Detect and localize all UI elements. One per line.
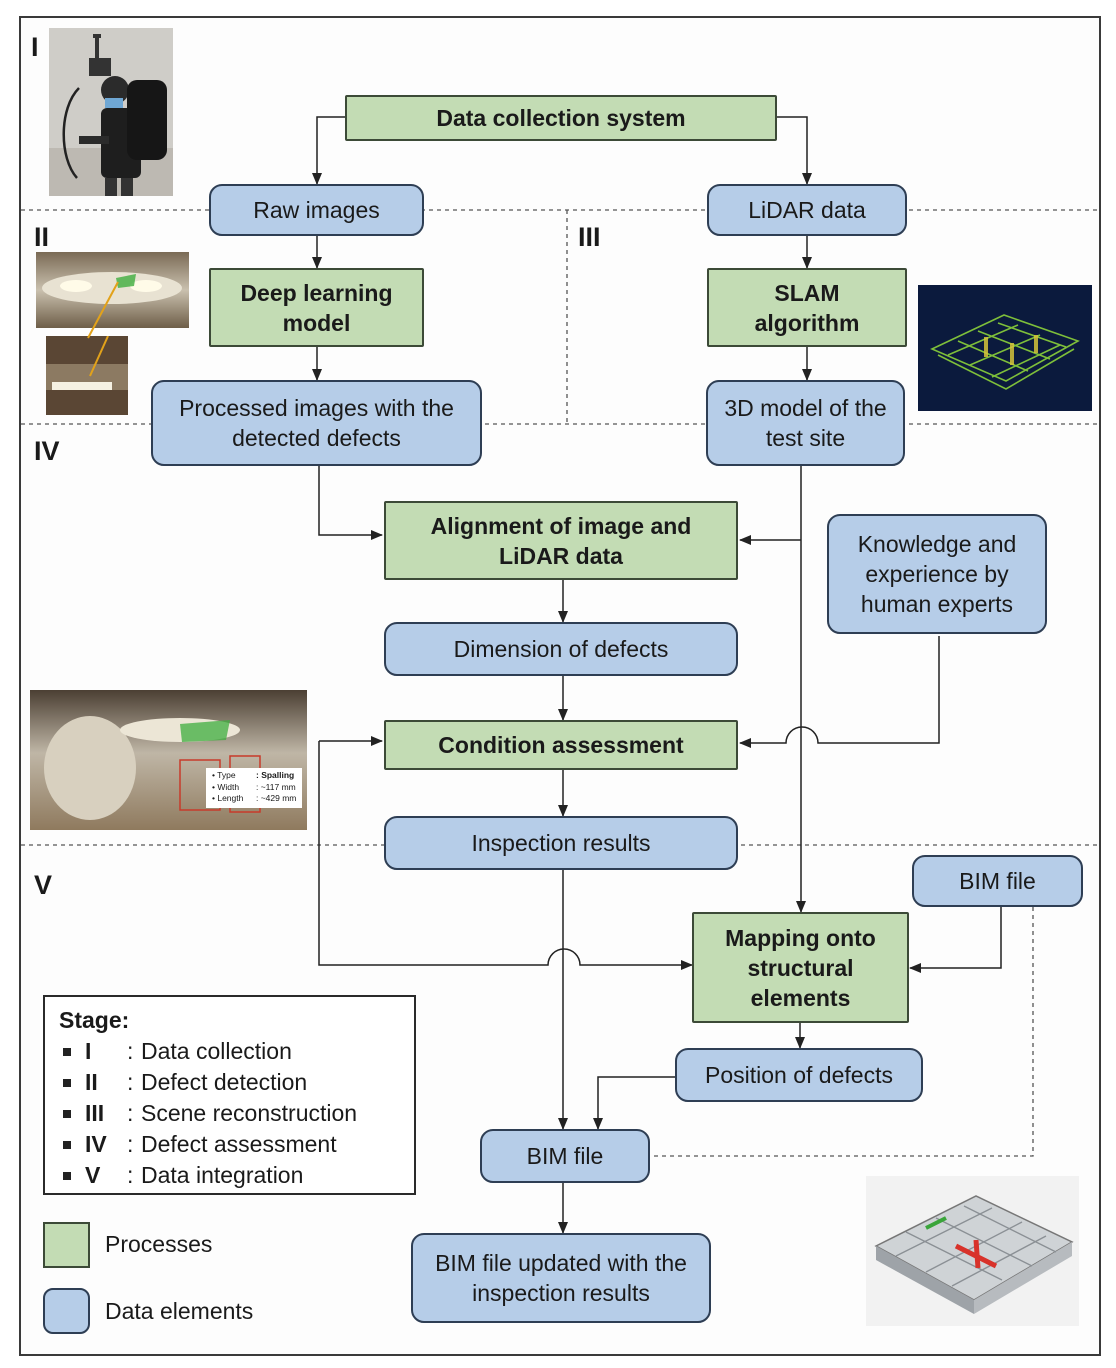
node-deep-learning-model: Deep learning model bbox=[209, 268, 424, 347]
arrows bbox=[312, 116, 1002, 1234]
arrow-bimfile-mapping bbox=[909, 907, 1002, 973]
legend-item-stage-iii: III:Scene reconstruction bbox=[59, 1098, 400, 1129]
node-bim-file: BIM file bbox=[480, 1129, 650, 1183]
defect-length-key: • Length bbox=[212, 793, 244, 803]
defect-type-key: • Type bbox=[212, 770, 236, 780]
bullet-icon bbox=[63, 1171, 71, 1180]
node-inspection-results: Inspection results bbox=[384, 816, 738, 870]
legend-item-stage-i: I:Data collection bbox=[59, 1036, 400, 1067]
node-alignment: Alignment of image and LiDAR data bbox=[384, 501, 738, 580]
node-raw-images: Raw images bbox=[209, 184, 424, 236]
arrow-position-bim bbox=[593, 1076, 675, 1130]
node-bim-file-input: BIM file bbox=[912, 855, 1083, 907]
defect-width-key: • Width bbox=[212, 781, 240, 792]
arrow-knowledge-cond bbox=[739, 636, 940, 748]
stage-label-iv: IV bbox=[34, 436, 60, 466]
defect-info-table: • Type : Spalling • Width : ~117 mm • Leng… bbox=[212, 770, 296, 805]
node-dimension-of-defects: Dimension of defects bbox=[384, 622, 738, 676]
stage-label-iii: III bbox=[578, 222, 601, 252]
legend-title: Stage: bbox=[59, 1007, 130, 1033]
bullet-icon bbox=[63, 1140, 71, 1149]
bim-model-render bbox=[866, 1176, 1079, 1326]
legend-swatch-process bbox=[43, 1222, 90, 1268]
node-processed-images: Processed images with the detected defec… bbox=[151, 380, 482, 466]
node-human-knowledge: Knowledge and experience by human expert… bbox=[827, 514, 1047, 634]
bullet-icon bbox=[63, 1078, 71, 1087]
defect-width-value: : ~117 mm bbox=[256, 781, 296, 792]
stage-legend: Stage: I:Data collection II:Defect detec… bbox=[43, 995, 416, 1195]
node-data-collection-system: Data collection system bbox=[345, 95, 777, 141]
legend-item-stage-v: V:Data integration bbox=[59, 1160, 400, 1191]
slam-point-cloud-image bbox=[918, 285, 1092, 411]
bullet-icon bbox=[63, 1109, 71, 1118]
stage-label-i: I bbox=[31, 32, 39, 62]
bullet-icon bbox=[63, 1047, 71, 1056]
bim-dashed-link bbox=[650, 907, 1034, 1157]
legend-item-stage-iv: IV:Defect assessment bbox=[59, 1129, 400, 1160]
panorama-tunnel-photo-1 bbox=[36, 252, 189, 328]
stage-label-ii: II bbox=[34, 222, 50, 252]
arrow-processed-align bbox=[318, 466, 383, 540]
node-condition-assessment: Condition assessment bbox=[384, 720, 738, 770]
node-position-of-defects: Position of defects bbox=[675, 1048, 923, 1102]
legend-item-stage-ii: II:Defect detection bbox=[59, 1067, 400, 1098]
node-bim-file-updated: BIM file updated with the inspection res… bbox=[411, 1233, 711, 1323]
legend-swatch-data bbox=[43, 1288, 90, 1334]
node-slam-algorithm: SLAM algorithm bbox=[707, 268, 907, 347]
defect-type-value: : Spalling bbox=[256, 770, 295, 780]
defect-length-value: : ~429 mm bbox=[256, 793, 297, 803]
arrow-dc-raw bbox=[312, 116, 345, 185]
arrow-dc-lidar bbox=[777, 116, 812, 185]
stage-label-v: V bbox=[34, 870, 53, 900]
backpack-operator-photo bbox=[49, 28, 173, 196]
condition-assessment-panorama: • Type : Spalling • Width : ~117 mm • Leng… bbox=[30, 690, 307, 830]
node-3d-model: 3D model of the test site bbox=[706, 380, 905, 466]
legend-label-data-elements: Data elements bbox=[105, 1298, 254, 1324]
node-lidar-data: LiDAR data bbox=[707, 184, 907, 236]
defect-closeup-photo bbox=[46, 336, 128, 415]
legend-label-processes: Processes bbox=[105, 1231, 213, 1257]
node-mapping-structural-elements: Mapping onto structural elements bbox=[692, 912, 909, 1023]
